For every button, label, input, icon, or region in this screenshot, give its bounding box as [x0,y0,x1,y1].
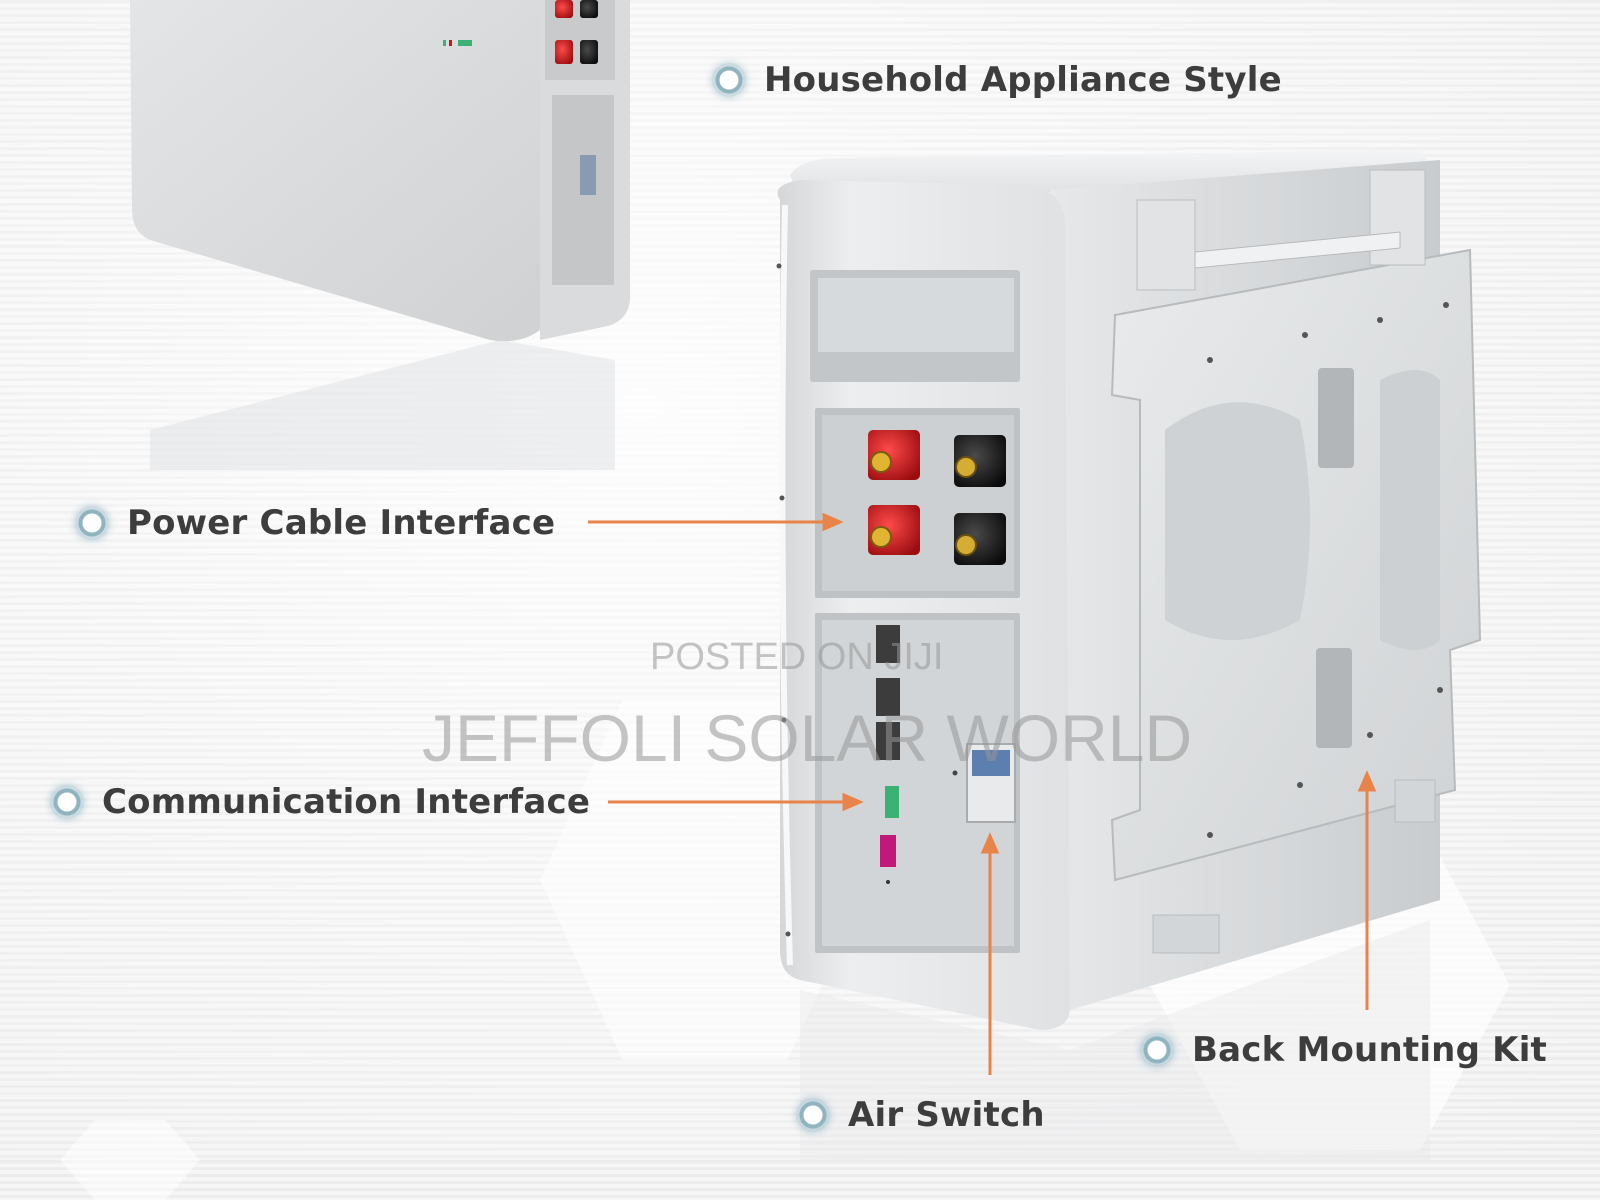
back-mounting-plate [1110,169,1482,954]
arrow-right-icon [608,792,864,812]
arrow-right-icon [588,512,844,532]
negative-terminal-bottom [954,513,1006,565]
positive-terminal-bottom [868,505,920,555]
label-communication-interface: Communication Interface [50,782,590,822]
top-battery-unit [130,0,630,342]
bullet-dot-icon [75,506,109,540]
label-back-mounting-kit: Back Mounting Kit [1140,1030,1547,1070]
label-power-cable-interface: Power Cable Interface [75,503,555,543]
main-battery-unit [776,150,1482,1030]
bullet-dot-icon [796,1098,830,1132]
negative-terminal-top [954,435,1006,487]
arrow-up-icon [980,832,1000,1075]
bullet-dot-icon [712,63,746,97]
product-illustration [130,0,1482,1160]
arrow-up-icon [1357,770,1377,1010]
callout-arrows [588,512,1377,1075]
label-air-switch: Air Switch [796,1095,1045,1135]
bullet-dot-icon [50,785,84,819]
label-household-appliance-style: Household Appliance Style [712,60,1282,100]
positive-terminal-top [868,430,920,480]
bullet-dot-icon [1140,1033,1174,1067]
